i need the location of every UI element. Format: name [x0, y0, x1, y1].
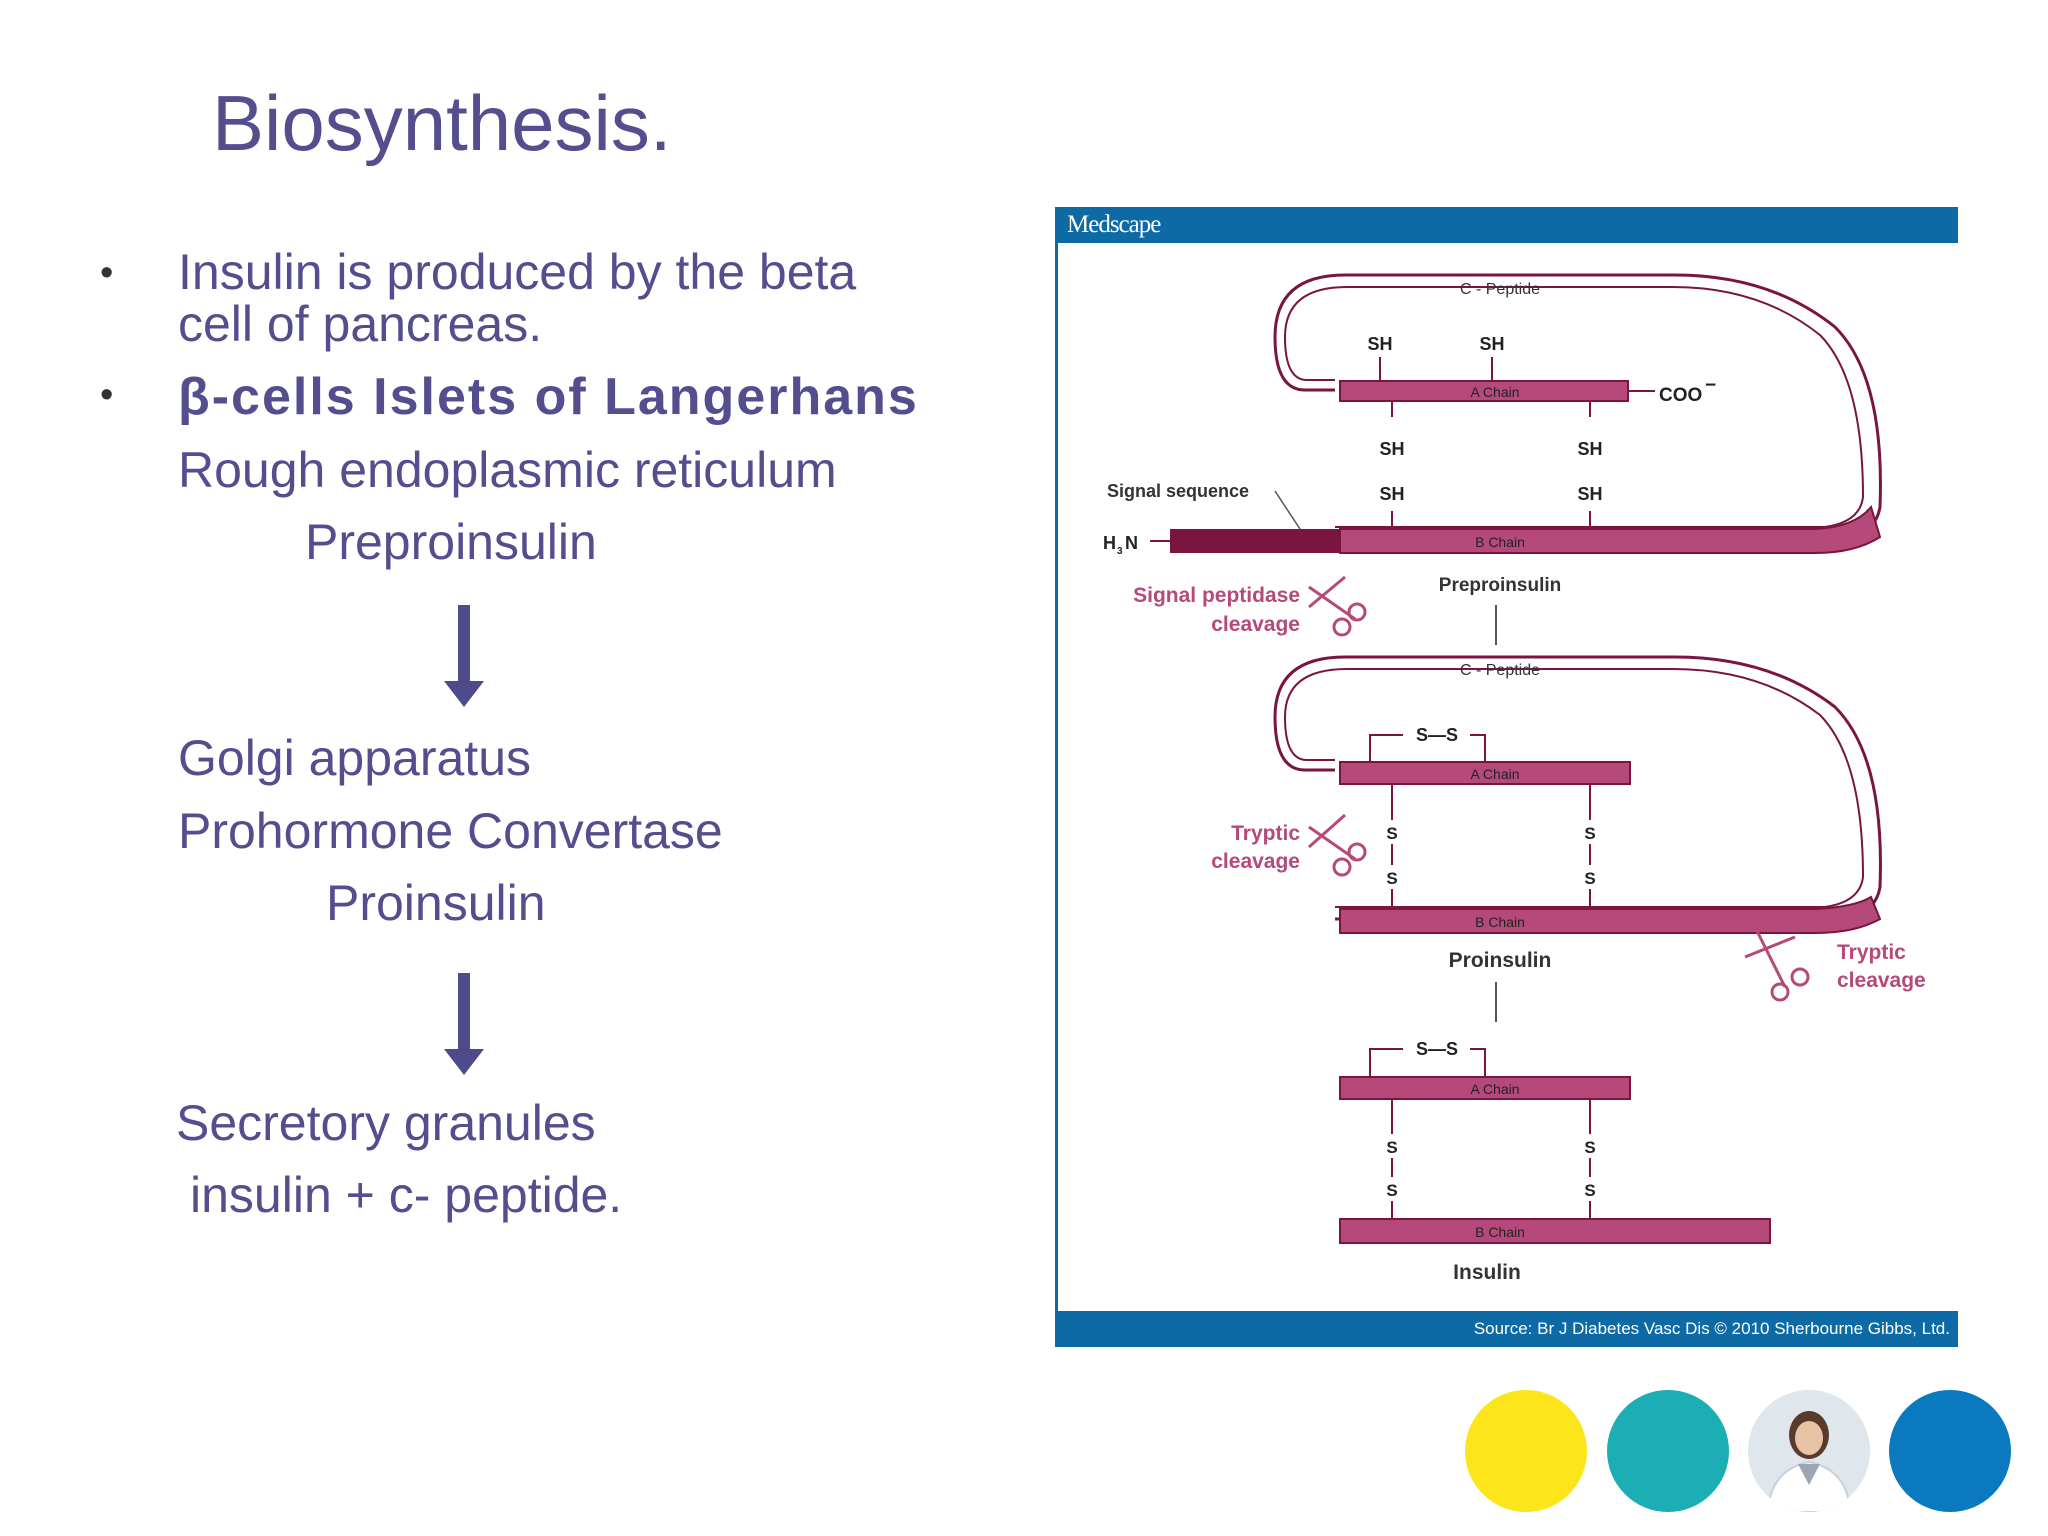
svg-text:cleavage: cleavage	[1211, 613, 1300, 636]
svg-text:Insulin: Insulin	[1453, 1261, 1521, 1284]
svg-text:Proinsulin: Proinsulin	[1449, 949, 1552, 972]
svg-text:Signal sequence: Signal sequence	[1107, 481, 1249, 501]
svg-text:S: S	[1584, 1181, 1595, 1200]
teal-circle	[1607, 1390, 1729, 1512]
a-chain-bar	[1339, 1076, 1631, 1100]
a-chain-bar	[1339, 761, 1631, 785]
step-products: insulin + c- peptide.	[190, 1167, 623, 1223]
svg-text:N: N	[1125, 533, 1138, 553]
bullet-dot-1: •	[100, 252, 114, 294]
doctor-avatar	[1748, 1390, 1870, 1512]
svg-text:Preproinsulin: Preproinsulin	[1439, 575, 1561, 596]
medscape-logo: Medscape	[1067, 211, 1161, 238]
signal-sequence-bar	[1170, 529, 1340, 553]
svg-text:A Chain: A Chain	[1470, 1081, 1519, 1097]
svg-text:S—S: S—S	[1416, 725, 1458, 745]
svg-text:S: S	[1386, 824, 1397, 843]
svg-text:3: 3	[1117, 546, 1123, 557]
down-arrow-icon	[444, 605, 484, 707]
step-granules: Secretory granules	[176, 1095, 596, 1151]
svg-text:S: S	[1584, 869, 1595, 888]
bullet-1-line-2: cell of pancreas.	[178, 296, 543, 352]
svg-text:SH: SH	[1379, 484, 1404, 504]
svg-text:S: S	[1386, 869, 1397, 888]
down-arrow-icon	[444, 973, 484, 1075]
svg-text:A Chain: A Chain	[1470, 384, 1519, 400]
blue-circle	[1889, 1390, 2011, 1512]
svg-text:−: −	[1705, 375, 1716, 396]
svg-text:B Chain: B Chain	[1475, 914, 1525, 930]
svg-text:cleavage: cleavage	[1211, 850, 1300, 873]
svg-text:B Chain: B Chain	[1475, 534, 1525, 550]
figure-footer: Source: Br J Diabetes Vasc Dis © 2010 Sh…	[1055, 1311, 1958, 1347]
svg-text:C - Peptide: C - Peptide	[1460, 662, 1540, 679]
svg-text:S—S: S—S	[1416, 1039, 1458, 1059]
figure-source: Source: Br J Diabetes Vasc Dis © 2010 Sh…	[1473, 1319, 1950, 1338]
svg-text:Tryptic: Tryptic	[1837, 941, 1906, 964]
scissors-icon	[1308, 813, 1367, 877]
svg-text:B Chain: B Chain	[1475, 1224, 1525, 1240]
step-rer: Rough endoplasmic reticulum	[178, 442, 837, 498]
insulin-processing-diagram: C - Peptide SH SH A Chain COO − SH SH SH…	[1103, 273, 1926, 1284]
figure-header: Medscape	[1055, 207, 1958, 243]
step-proinsulin: Proinsulin	[326, 875, 546, 931]
b-chain-bar	[1339, 895, 1882, 934]
doctor-icon	[1748, 1390, 1870, 1512]
svg-text:SH: SH	[1367, 334, 1392, 354]
b-chain-bar	[1339, 1218, 1771, 1244]
svg-text:A Chain: A Chain	[1470, 766, 1519, 782]
step-preproinsulin: Preproinsulin	[305, 514, 597, 570]
svg-text:C - Peptide: C - Peptide	[1460, 281, 1540, 298]
svg-text:SH: SH	[1577, 439, 1602, 459]
yellow-circle	[1465, 1390, 1587, 1512]
step-golgi: Golgi apparatus	[178, 730, 532, 786]
b-chain-bar	[1339, 504, 1882, 554]
svg-text:cleavage: cleavage	[1837, 969, 1926, 992]
scissors-icon	[1308, 575, 1367, 637]
svg-text:S: S	[1584, 824, 1595, 843]
svg-text:Signal peptidase: Signal peptidase	[1133, 584, 1300, 607]
svg-text:SH: SH	[1577, 484, 1602, 504]
svg-text:H: H	[1103, 533, 1116, 553]
scissors-icon	[1744, 926, 1810, 1002]
svg-text:S: S	[1386, 1181, 1397, 1200]
svg-text:S: S	[1584, 1138, 1595, 1157]
svg-text:Tryptic: Tryptic	[1231, 822, 1300, 845]
insulin-figure: Medscape C - Peptide SH SH A Chain COO −…	[1055, 207, 1958, 1347]
step-convertase: Prohormone Convertase	[178, 803, 723, 859]
svg-text:SH: SH	[1479, 334, 1504, 354]
bullet-dot-2: •	[100, 374, 114, 416]
figure-border	[1055, 243, 1058, 1311]
bullet-1-line-1: Insulin is produced by the beta	[178, 244, 857, 300]
slide-title: Biosynthesis.	[212, 79, 672, 167]
svg-text:SH: SH	[1379, 439, 1404, 459]
svg-text:S: S	[1386, 1138, 1397, 1157]
svg-text:COO: COO	[1659, 385, 1702, 406]
bullet-2: β-cells Islets of Langerhans	[178, 368, 919, 426]
